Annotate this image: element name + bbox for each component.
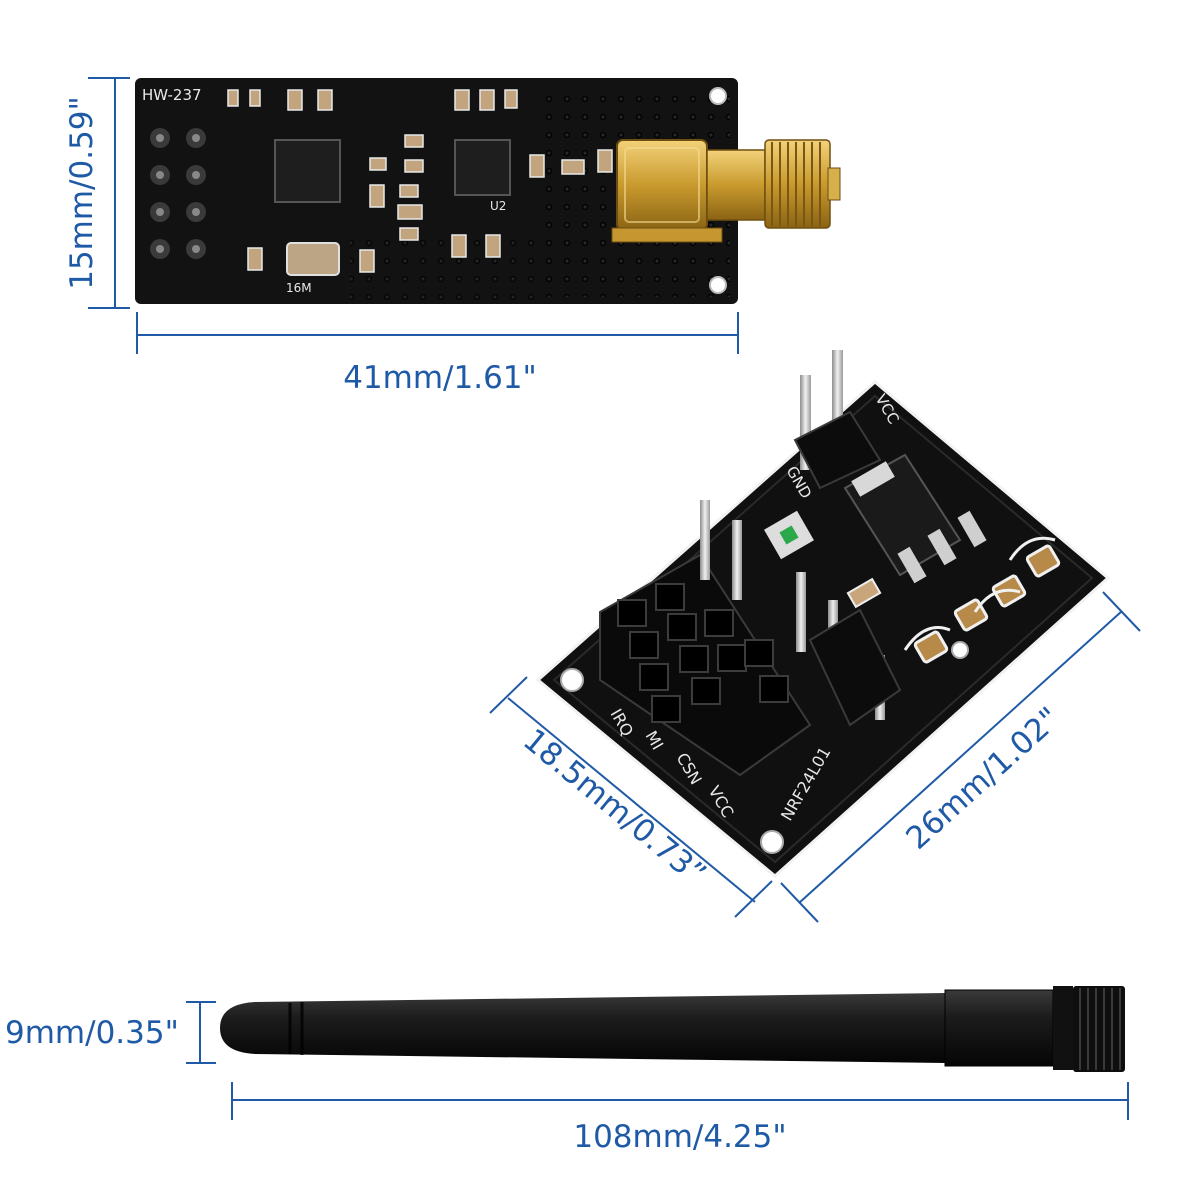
adapter-power-header	[793, 350, 882, 490]
antenna-diameter-label: 9mm/0.35"	[5, 1015, 179, 1051]
adapter-signal-pins	[700, 500, 902, 727]
module-width-label: 41mm/1.61"	[343, 360, 537, 396]
adapter-length-dimension	[780, 591, 1141, 923]
module-crystal	[286, 242, 340, 276]
module-via-field-2	[350, 230, 540, 300]
antenna-body	[220, 993, 945, 1063]
adapter-pcb	[535, 380, 1111, 878]
adapter-mount-hole	[951, 641, 969, 659]
antenna-joint	[1053, 986, 1073, 1070]
module-mount-hole	[709, 87, 727, 105]
rf-module: HW-237 U2 16M 15mm/0.59"	[64, 77, 841, 396]
module-silk-label: HW-237	[142, 86, 202, 104]
antenna: 9mm/0.35" 108mm/4.25"	[5, 986, 1129, 1155]
module-height-dimension	[88, 77, 130, 309]
adapter-voltage-regulator	[843, 453, 987, 584]
module-main-chip	[274, 139, 341, 203]
module-header-pins	[150, 128, 206, 259]
antenna-length-label: 108mm/4.25"	[573, 1119, 786, 1155]
module-pa-chip	[454, 139, 511, 196]
module-height-label: 15mm/0.59"	[64, 96, 100, 290]
adapter-capacitors	[846, 536, 1061, 664]
antenna-length-dimension	[231, 1082, 1129, 1120]
module-width-dimension	[136, 312, 739, 354]
antenna-diameter-dimension	[186, 1001, 216, 1064]
adapter-width-dimension	[489, 676, 773, 918]
antenna-sleeve	[944, 989, 1054, 1067]
adapter-status-led	[764, 510, 814, 560]
sma-connector	[611, 139, 841, 243]
module-crystal-label: 16M	[286, 281, 312, 295]
module-chip-label: U2	[490, 199, 506, 213]
adapter-mount-hole	[760, 830, 784, 854]
adapter-female-socket	[599, 553, 812, 777]
module-smd-components	[227, 89, 613, 273]
socket-adapter: GND VCC IRQ MI CSN VC	[489, 350, 1141, 923]
module-mount-hole	[709, 276, 727, 294]
adapter-mount-hole	[560, 668, 584, 692]
